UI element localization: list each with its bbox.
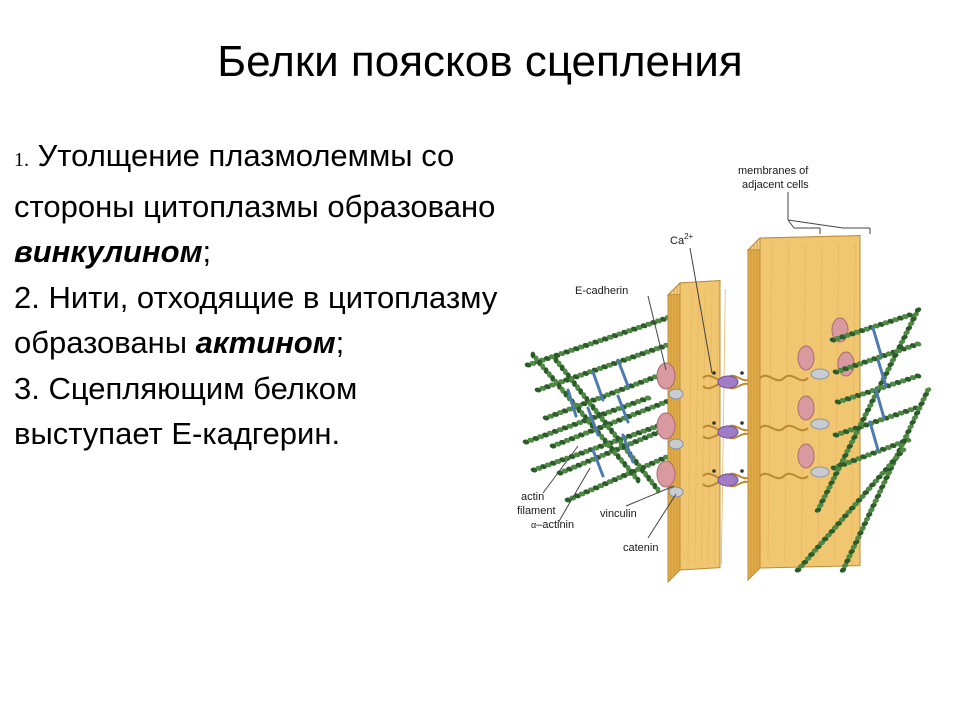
- membrane-left-face: [680, 281, 720, 570]
- alpha-actinin-link: [870, 422, 878, 450]
- slide-body: 1. Утолщение плазмолеммы со стороны цито…: [14, 133, 504, 457]
- label-membranes-line2: adjacent cells: [742, 179, 809, 191]
- label-alpha-actinin: α–actinin: [531, 519, 574, 531]
- alpha-actinin-link: [876, 390, 884, 418]
- slide-title: Белки поясков сцепления: [0, 32, 960, 92]
- point-1-text-a: Утолщение плазмолеммы со стороны цитопла…: [14, 138, 495, 224]
- alpha-actinin-link: [873, 328, 881, 355]
- point-1: 1. Утолщение плазмолеммы со стороны цито…: [14, 133, 504, 275]
- catenin-left: [669, 439, 683, 449]
- vinculin: [718, 426, 738, 438]
- point-1-emphasis: винкулином: [14, 234, 203, 269]
- catenin-right: [811, 467, 829, 477]
- e-cadherin-right: [798, 396, 814, 420]
- calcium-ion: [712, 469, 716, 473]
- label-alpha-actinin-text: –actinin: [536, 519, 574, 531]
- e-cadherin-left: [657, 413, 675, 439]
- calcium-ion: [740, 421, 744, 425]
- point-1-number: 1.: [14, 149, 29, 171]
- point-3-text: Сцепляющим белком выступает Е-кадгерин.: [14, 371, 357, 452]
- point-1-text-b: ;: [203, 234, 212, 269]
- e-cadherin-right: [798, 444, 814, 468]
- point-2-text-b: ;: [336, 325, 345, 360]
- calcium-ion: [740, 469, 744, 473]
- label-leader: [558, 468, 590, 523]
- catenin-left: [669, 487, 683, 497]
- label-calcium: Ca2+: [670, 232, 694, 247]
- alpha-actinin-link: [593, 372, 603, 400]
- calcium-ion: [712, 371, 716, 375]
- adherens-junction-diagram: membranes of adjacent cells Ca2+ E-cadhe…: [498, 150, 938, 600]
- alpha-actinin-link: [618, 360, 628, 386]
- calcium-ion: [712, 421, 716, 425]
- label-actin-line1: actin: [521, 491, 544, 503]
- e-cadherin-left: [657, 461, 675, 487]
- calcium-ion: [740, 371, 744, 375]
- catenin-right: [811, 419, 829, 429]
- vinculin: [718, 474, 738, 486]
- label-catenin: catenin: [623, 542, 658, 554]
- catenin-left: [669, 389, 683, 399]
- point-2: 2. Нити, отходящие в цитоплазму образова…: [14, 275, 504, 366]
- label-calcium-symbol: Ca: [670, 235, 685, 247]
- label-actin-line2: filament: [517, 505, 556, 517]
- point-3: 3. Сцепляющим белком выступает Е-кадгери…: [14, 366, 504, 457]
- label-e-cadherin: E-cadherin: [575, 285, 628, 297]
- point-2-number: 2.: [14, 280, 40, 315]
- label-vinculin: vinculin: [600, 508, 637, 520]
- label-leader: [648, 296, 666, 370]
- membrane-left: [668, 281, 725, 582]
- catenin-right: [811, 369, 829, 379]
- vinculin: [718, 376, 738, 388]
- point-2-emphasis: актином: [196, 325, 336, 360]
- label-calcium-charge: 2+: [684, 232, 693, 241]
- label-leader: [626, 486, 674, 506]
- label-leader: [788, 220, 843, 228]
- e-cadherin-left: [657, 363, 675, 389]
- point-3-number: 3.: [14, 371, 40, 406]
- e-cadherin-right: [798, 346, 814, 370]
- label-membranes-line1: membranes of: [738, 165, 809, 177]
